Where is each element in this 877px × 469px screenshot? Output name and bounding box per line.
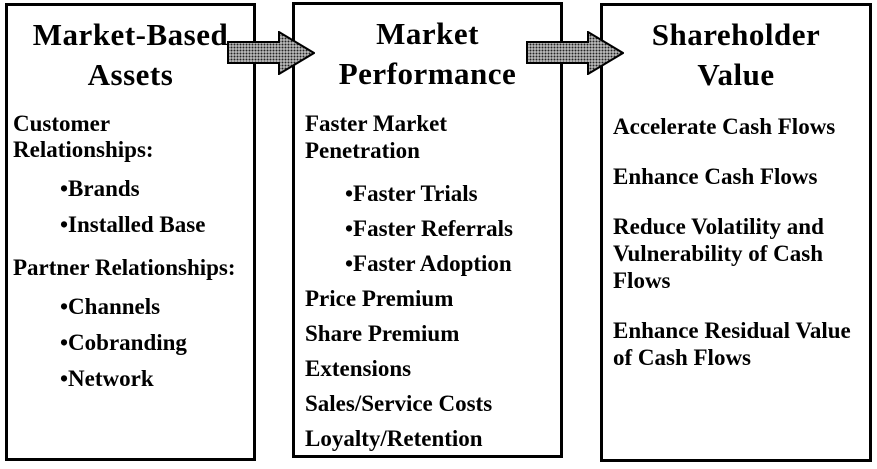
list-item: Accelerate Cash Flows xyxy=(613,114,836,139)
title-line: Shareholder xyxy=(651,17,821,52)
arrow-right-icon-performance-to-value xyxy=(526,31,624,75)
box-market-performance: Market Performance Faster Market Penetra… xyxy=(292,2,563,458)
bullet-item: •Channels xyxy=(60,294,161,319)
box-body: Faster Market Penetration •Faster Trials… xyxy=(295,94,560,452)
title-line: Value xyxy=(697,57,775,92)
box-body: Accelerate Cash Flows Enhance Cash Flows… xyxy=(603,95,869,371)
title-line: Market-Based xyxy=(32,17,229,52)
box-market-based-assets: Market-Based Assets Customer Relationshi… xyxy=(5,3,256,461)
box-shareholder-value: Shareholder Value Accelerate Cash Flows … xyxy=(600,3,872,462)
bullet-item: •Installed Base xyxy=(60,212,206,237)
section-heading: Partner Relationships: xyxy=(13,255,236,280)
list-item: Faster Market Penetration xyxy=(305,111,447,163)
list-item: Share Premium xyxy=(305,321,460,346)
title-line: Performance xyxy=(338,56,517,91)
title-line: Assets xyxy=(87,57,174,92)
box-title: Market Performance xyxy=(295,5,560,94)
arrow-right-icon-assets-to-performance xyxy=(227,31,315,75)
box-title: Market-Based Assets xyxy=(8,6,253,95)
list-item: Reduce Volatility and Vulnerability of C… xyxy=(613,214,824,293)
bullet-item: •Faster Referrals xyxy=(345,216,513,241)
list-item: Loyalty/Retention xyxy=(305,426,483,451)
list-item: Sales/Service Costs xyxy=(305,391,493,416)
bullet-item: •Cobranding xyxy=(60,330,187,355)
box-title: Shareholder Value xyxy=(603,6,869,95)
section-heading: Customer Relationships: xyxy=(13,111,154,162)
bullet-item: •Brands xyxy=(60,176,140,201)
bullet-item: •Network xyxy=(60,366,154,391)
bullet-item: •Faster Adoption xyxy=(345,251,512,276)
list-item: Enhance Cash Flows xyxy=(613,164,818,189)
list-item: Extensions xyxy=(305,356,412,381)
bullet-item: •Faster Trials xyxy=(345,181,478,206)
title-line: Market xyxy=(376,16,479,51)
list-item: Enhance Residual Value of Cash Flows xyxy=(613,318,851,370)
list-item: Price Premium xyxy=(305,286,454,311)
box-body: Customer Relationships: •Brands •Install… xyxy=(8,95,253,392)
